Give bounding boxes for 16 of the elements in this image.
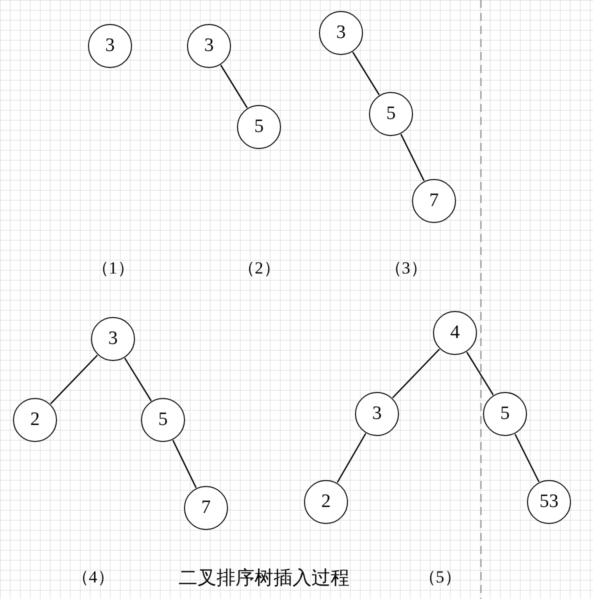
figure-number: （4） xyxy=(72,566,114,588)
figure-number: （1） xyxy=(92,258,134,280)
caption: 二叉排序树插入过程 xyxy=(178,567,350,591)
tree-edge xyxy=(466,352,494,396)
tree-edge xyxy=(514,434,540,482)
figure-number: （5） xyxy=(418,566,462,588)
figure-number: （3） xyxy=(384,258,428,280)
tree-edge xyxy=(172,440,197,488)
tree-edge xyxy=(220,64,248,108)
tree-edge xyxy=(124,358,152,402)
figure-number: （2） xyxy=(238,258,280,280)
tree-edge xyxy=(392,348,440,398)
tree-edge xyxy=(336,433,366,483)
tree-edge xyxy=(352,52,380,96)
tree-edge xyxy=(50,354,98,404)
tree-edge xyxy=(400,134,425,182)
